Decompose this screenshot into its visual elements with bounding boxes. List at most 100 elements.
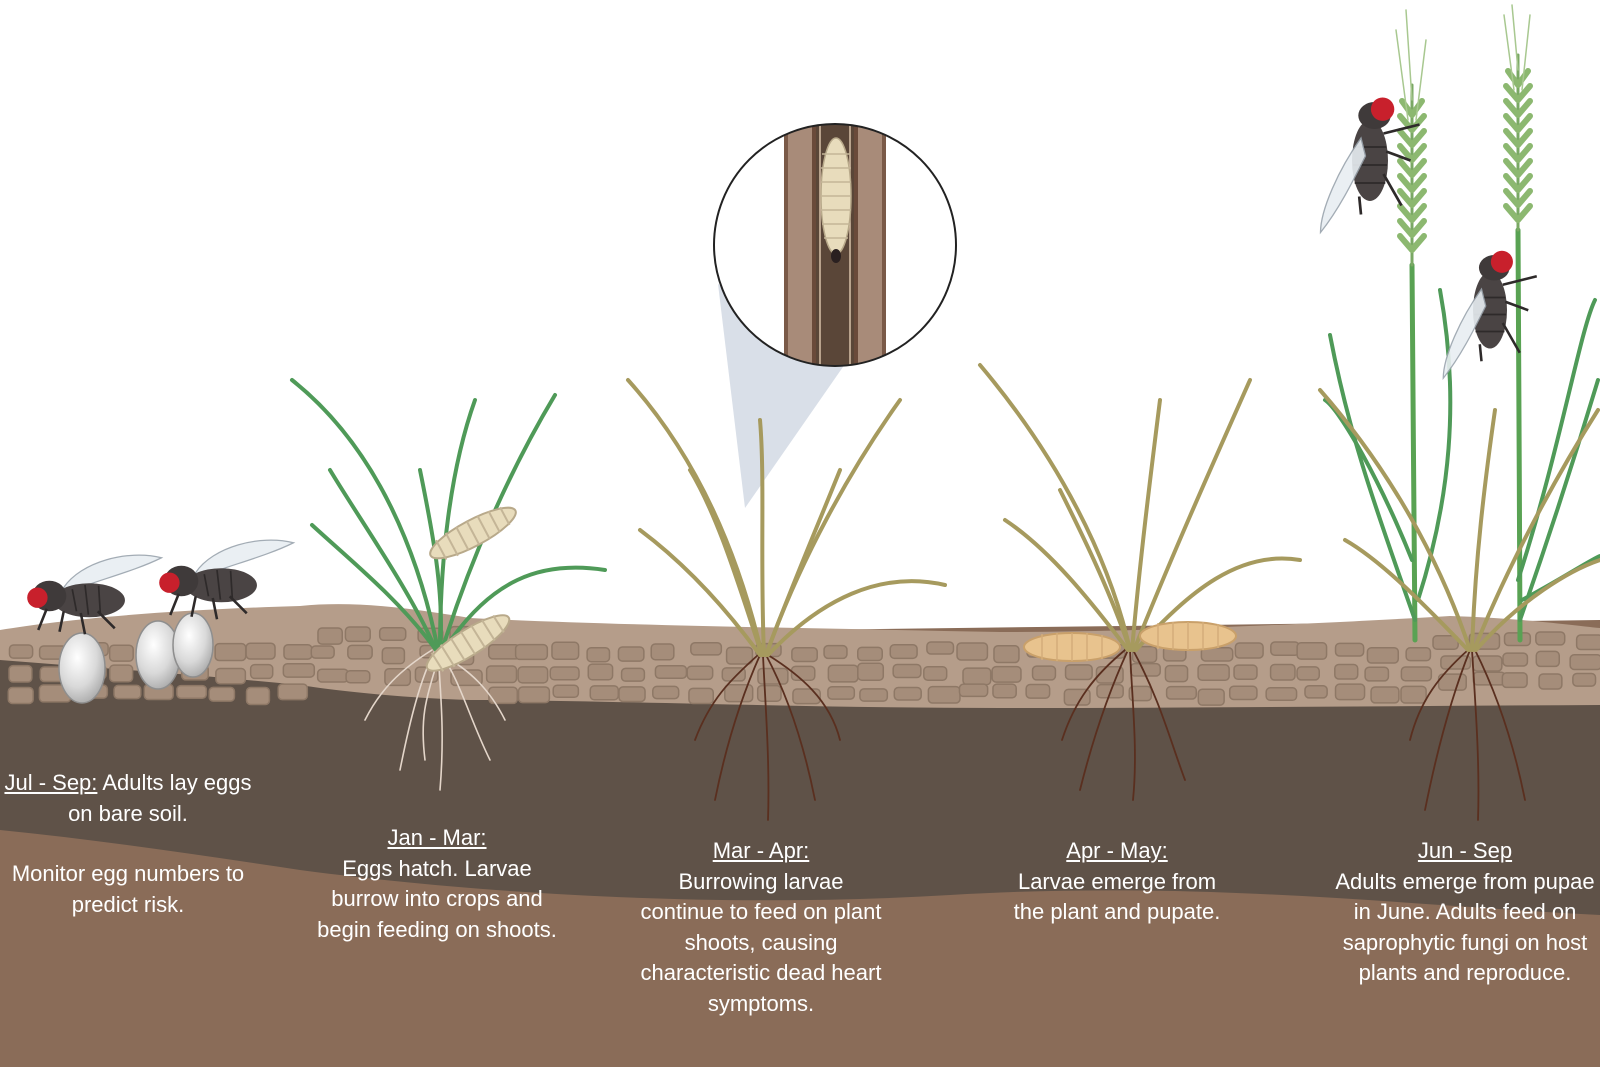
caption-jan-mar-period-line: Jan - Mar: xyxy=(312,823,562,854)
crust-stone xyxy=(757,667,789,685)
caption-mar-apr: Mar - Apr: Burrowing larvae continue to … xyxy=(636,836,886,1019)
crust-stone xyxy=(282,663,316,678)
crust-stone xyxy=(725,646,754,665)
crust-stone xyxy=(926,641,955,655)
crust-stone xyxy=(756,684,782,702)
caption-jan-mar: Jan - Mar: Eggs hatch. Larvae burrow int… xyxy=(312,823,562,945)
caption-jul-sep: Jul - Sep: Adults lay eggs on bare soil.… xyxy=(3,768,253,920)
crust-stone xyxy=(1197,688,1225,706)
crust-stone xyxy=(1025,683,1051,699)
crust-stone xyxy=(277,683,309,701)
damaged-plant-3 xyxy=(1318,388,1600,652)
wheat-ear-1 xyxy=(1395,9,1427,267)
caption-jul-sep-period: Jul - Sep: xyxy=(4,770,98,795)
caption-jul-sep-note: Monitor egg numbers to predict risk. xyxy=(11,861,245,917)
crust-stone xyxy=(1296,666,1320,681)
damaged-plant-1 xyxy=(626,378,947,657)
crust-stone xyxy=(1572,672,1597,687)
crust-stone xyxy=(654,664,688,680)
crust-stone xyxy=(1269,663,1296,681)
crust-stone xyxy=(215,667,247,685)
crust-stone xyxy=(347,644,373,660)
zoom-inset xyxy=(713,123,957,367)
egg xyxy=(58,632,106,704)
crust-stone xyxy=(517,666,549,684)
crust-stone xyxy=(1400,685,1427,704)
crust-stone xyxy=(1538,673,1563,690)
wheat-ear-2 xyxy=(1503,4,1533,232)
crust-stone xyxy=(381,647,406,665)
crust-stone xyxy=(791,647,818,663)
caption-mar-apr-text: Burrowing larvae continue to feed on pla… xyxy=(640,868,882,1016)
crust-stone xyxy=(283,643,313,660)
crust-stone xyxy=(1472,655,1503,672)
crust-stone xyxy=(1501,672,1528,689)
caption-jul-sep-text: Adults lay eggs on bare soil. xyxy=(68,770,252,826)
crust-stone xyxy=(316,668,349,683)
crust-stone xyxy=(1535,631,1566,646)
crust-stone xyxy=(690,642,723,656)
caption-jan-mar-period: Jan - Mar: xyxy=(387,825,487,850)
crust-stone xyxy=(1064,664,1093,681)
mature-roots-3 xyxy=(1409,649,1526,821)
crust-stone xyxy=(962,667,992,686)
crust-stone xyxy=(1128,685,1153,702)
crust-stone xyxy=(993,645,1020,664)
crust-stone xyxy=(344,626,371,643)
crust-stone xyxy=(1569,654,1600,671)
crust-stone xyxy=(1334,663,1359,680)
crust-stone xyxy=(992,683,1017,699)
larva-in-stem xyxy=(820,137,852,263)
crust-stone xyxy=(620,667,646,682)
zoom-cone xyxy=(718,284,845,508)
crust-stone xyxy=(249,663,274,680)
crust-stone xyxy=(1364,666,1390,682)
crust-stone xyxy=(245,642,276,660)
crust-stone xyxy=(859,688,889,702)
crust-stone xyxy=(1366,646,1400,664)
dark-soil-layer xyxy=(0,640,1600,915)
crust-stone xyxy=(892,663,922,679)
crust-stone xyxy=(956,642,989,661)
crust-stone xyxy=(551,641,580,661)
crust-stone xyxy=(1334,642,1365,657)
crust-stone xyxy=(378,626,407,642)
crust-stone xyxy=(317,627,344,645)
crust-stone xyxy=(688,687,714,705)
crust-stone xyxy=(1370,686,1400,704)
crust-stone xyxy=(345,669,371,684)
pupa xyxy=(1023,632,1121,662)
fly-eggs xyxy=(58,612,214,704)
crust-stone xyxy=(991,665,1022,683)
crust-stone xyxy=(7,686,34,705)
crust-stone xyxy=(552,684,580,699)
crust-stone xyxy=(310,645,335,659)
caption-jun-sep-period-line: Jun - Sep xyxy=(1334,836,1596,867)
crust-stone xyxy=(176,684,208,699)
caption-jun-sep-text: Adults emerge from pupae in June. Adults… xyxy=(1335,868,1595,986)
crust-stone xyxy=(617,646,645,662)
caption-mar-apr-period-line: Mar - Apr: xyxy=(636,836,886,867)
pupa xyxy=(1139,621,1237,651)
crust-stone xyxy=(450,669,483,687)
crust-stone xyxy=(1405,647,1432,662)
crust-stone xyxy=(923,665,948,681)
crust-stone xyxy=(214,642,247,662)
crust-stone xyxy=(1165,685,1198,700)
crust-stone xyxy=(958,683,989,698)
crust-stone xyxy=(587,663,614,681)
crust-stone xyxy=(823,644,848,660)
healthy-seedling xyxy=(290,378,607,652)
crust-stone xyxy=(208,686,236,702)
crust-stone xyxy=(245,686,271,706)
crust-stone xyxy=(827,685,856,700)
caption-mar-apr-period: Mar - Apr: xyxy=(712,838,810,863)
caption-apr-may-period-line: Apr - May: xyxy=(1007,836,1227,867)
crust-stone xyxy=(721,667,746,682)
crust-stone xyxy=(1502,652,1529,667)
crust-stone xyxy=(549,666,580,681)
fly-adult xyxy=(1441,249,1539,380)
crust-stone xyxy=(857,646,883,662)
